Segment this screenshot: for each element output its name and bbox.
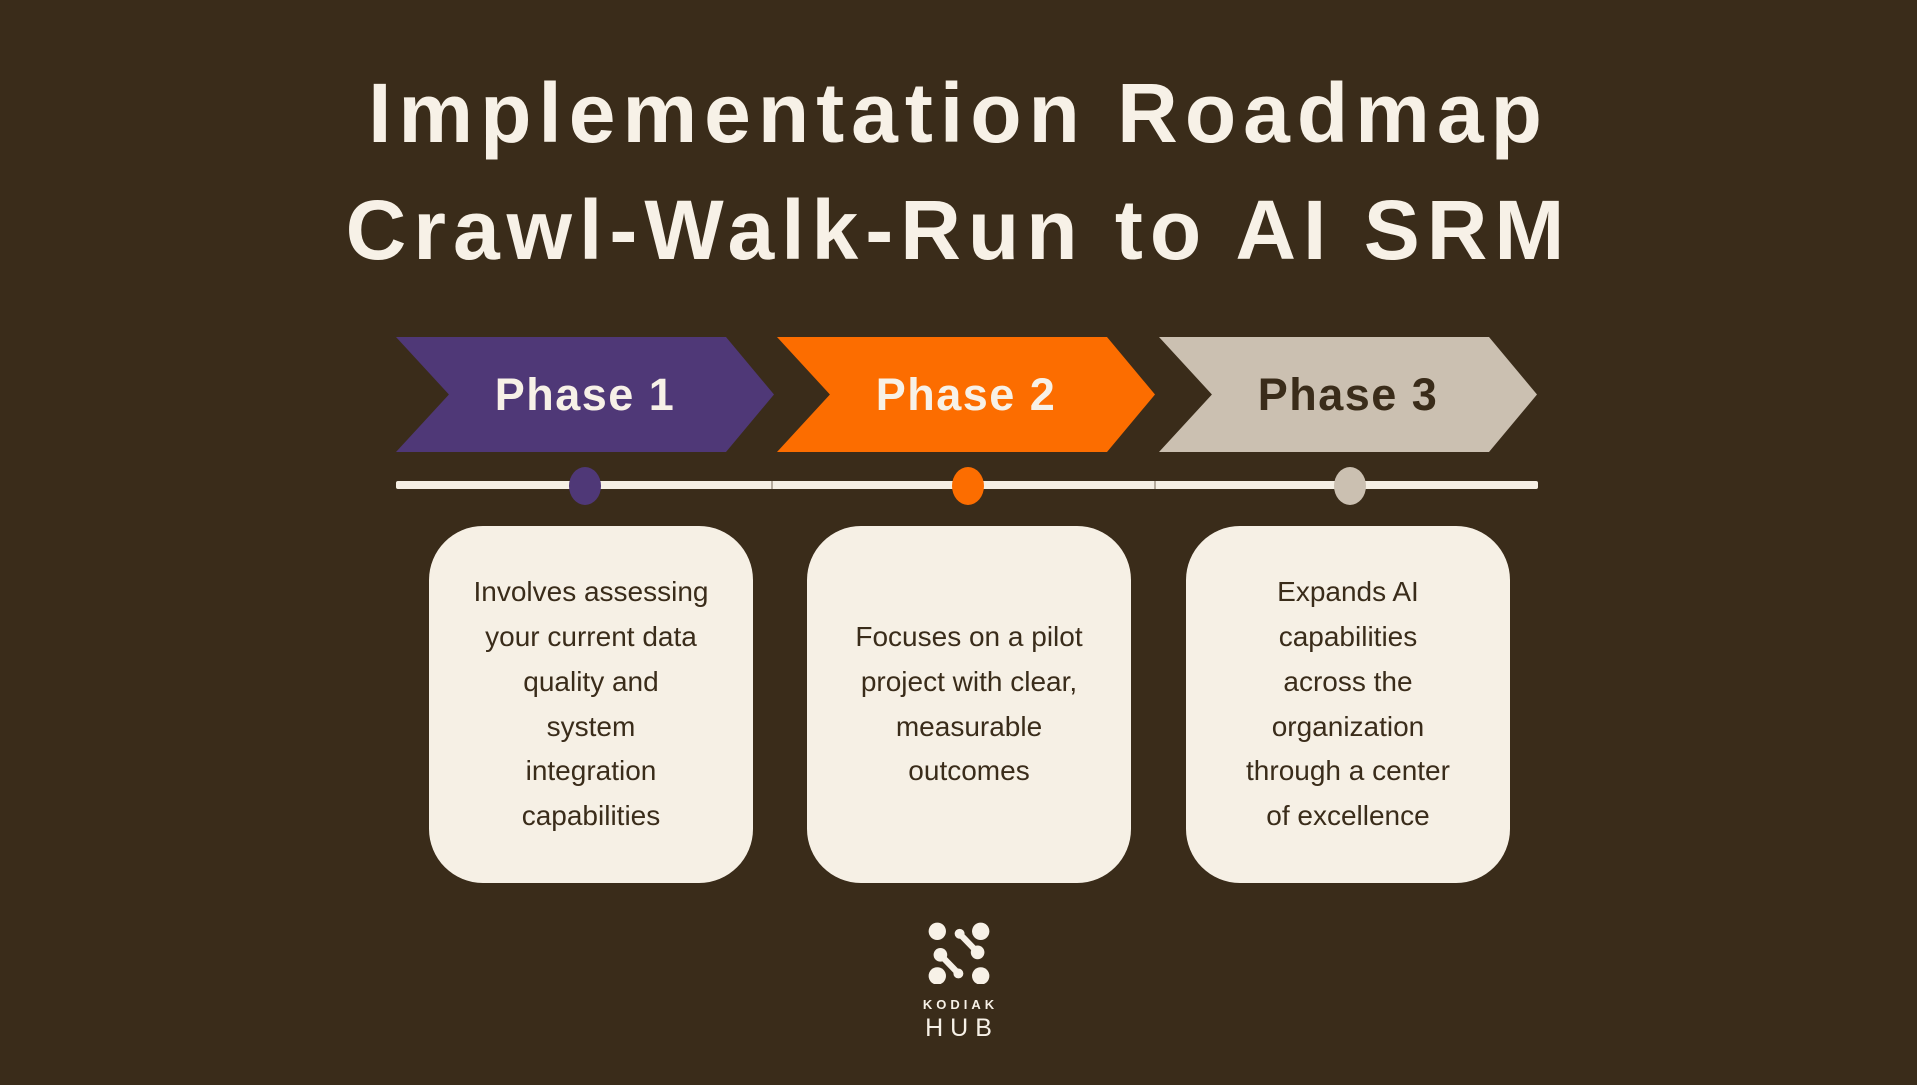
phase-3-timeline-dot xyxy=(1334,467,1366,505)
phase-2-arrow: Phase 2 xyxy=(777,337,1155,452)
phase-1-timeline-dot xyxy=(569,467,601,505)
phase-3-arrow: Phase 3 xyxy=(1159,337,1537,452)
title-line-2: Crawl-Walk-Run to AI SRM xyxy=(345,182,1572,277)
phase-2-card: Focuses on a pilot project with clear, m… xyxy=(807,526,1131,883)
timeline-separator-1 xyxy=(771,481,773,489)
phase-3-label: Phase 3 xyxy=(1257,368,1439,420)
page-title: Implementation Roadmap Crawl-Walk-Run to… xyxy=(0,54,1917,288)
phase-2-timeline-dot xyxy=(952,467,984,505)
title-line-1: Implementation Roadmap xyxy=(368,65,1549,160)
phase-2-description: Focuses on a pilot project with clear, m… xyxy=(855,620,1083,787)
phase-1-card: Involves assessing your current data qua… xyxy=(429,526,753,883)
phase-3-description: Expands AI capabilities across the organ… xyxy=(1246,576,1450,832)
phase-1-label: Phase 1 xyxy=(494,368,676,420)
timeline-separator-2 xyxy=(1154,481,1156,489)
phase-2-label: Phase 2 xyxy=(875,368,1057,420)
brand-name-kodiak: KODIAK xyxy=(922,997,999,1012)
phase-1-arrow: Phase 1 xyxy=(396,337,774,452)
phase-3-card: Expands AI capabilities across the organ… xyxy=(1186,526,1510,883)
network-dots-icon xyxy=(928,922,989,984)
brand-name-hub: HUB xyxy=(925,1014,999,1042)
kodiak-hub-logo: KODIAK HUB xyxy=(0,922,1917,1043)
phase-1-description: Involves assessing your current data qua… xyxy=(473,576,709,832)
